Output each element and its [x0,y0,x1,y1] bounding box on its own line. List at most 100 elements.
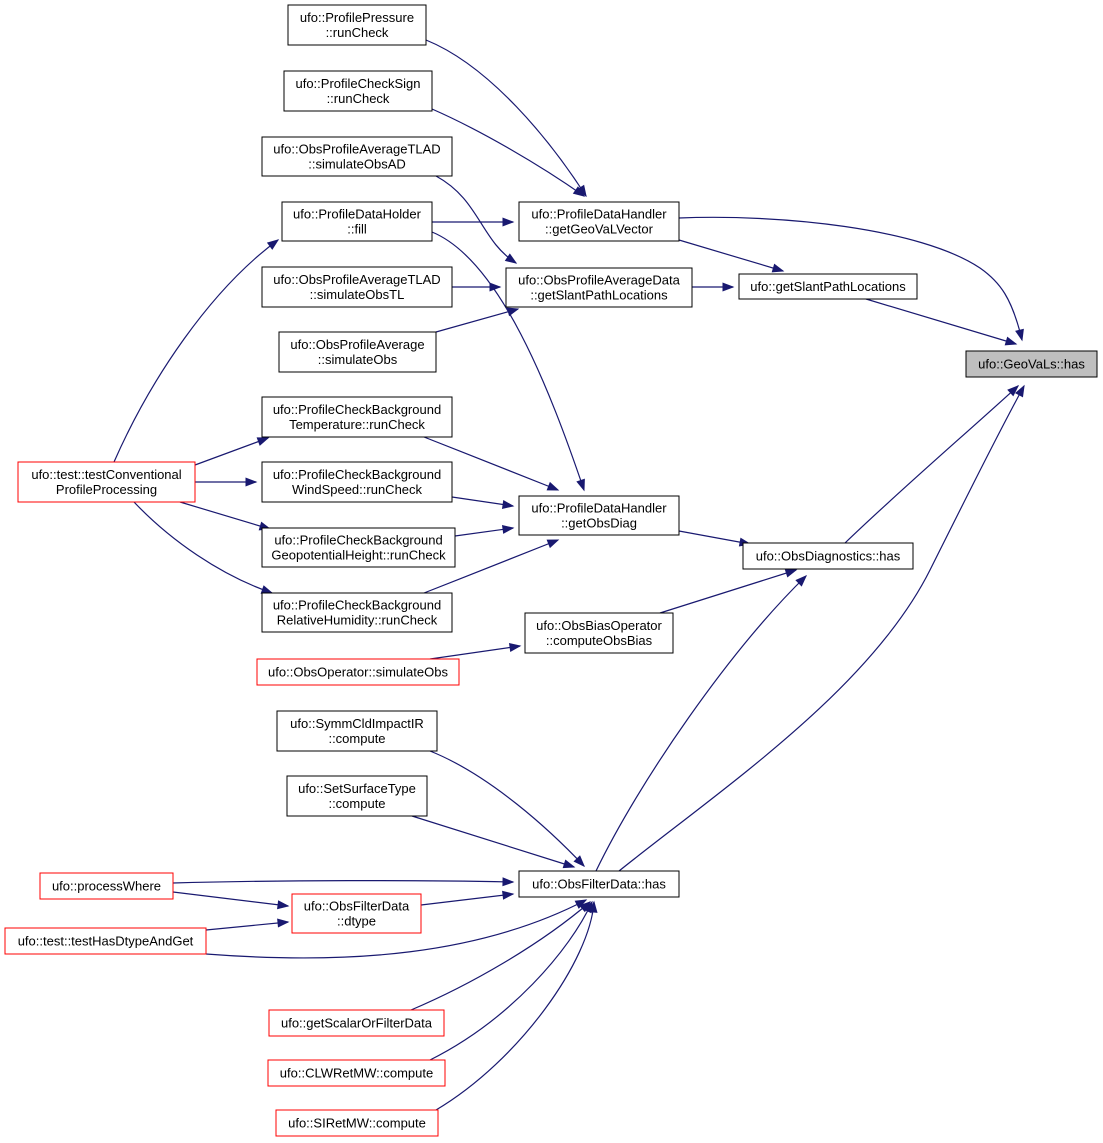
node-obsfilterdata-has[interactable]: ufo::ObsFilterData::has [518,870,680,898]
node-label: ufo::test::testConventional [31,467,181,482]
node-label: ufo::ObsFilterData [304,899,410,914]
edge-pcb-temperature-to-pdh-getobsdiag [423,436,559,491]
node-obsfilterdata-dtype[interactable]: ufo::ObsFilterData::dtype [291,893,422,934]
node-setsurfacetype-compute[interactable]: ufo::SetSurfaceType::compute [286,775,428,817]
node-box [261,592,453,633]
node-box [742,542,914,570]
node-label: ufo::ProfileDataHandler [531,501,667,516]
node-label: ::dtype [337,914,376,929]
edge-test-hasdtypeandget-to-obsfilterdata-dtype [205,921,289,931]
node-label: ufo::test::testHasDtypeAndGet [18,934,194,949]
node-getslantpathlocations[interactable]: ufo::getSlantPathLocations [738,273,918,300]
node-box [278,331,437,373]
node-label: RelativeHumidity::runCheck [277,613,438,628]
node-profiledataholder-fill[interactable]: ufo::ProfileDataHolder::fill [281,201,433,242]
node-opa-simulateobs[interactable]: ufo::ObsProfileAverage::simulateObs [278,331,437,373]
edge-clwretmw-compute-to-obsfilterdata-has [429,901,593,1061]
node-pdh-getgeovalvector[interactable]: ufo::ProfileDataHandler::getGeoVaLVector [518,201,680,242]
node-test-conventional[interactable]: ufo::test::testConventionalProfileProces… [17,461,196,503]
node-label: ufo::getSlantPathLocations [750,279,906,294]
edge-obsfilterdata-has-to-geovals-has [618,385,1025,872]
node-label: ufo::ObsProfileAverageData [518,273,680,288]
node-label: ufo::ObsProfileAverageTLAD [273,142,440,157]
node-label: ::compute [328,796,385,811]
arrowhead-test-hasdtypeandget-to-obsfilterdata-dtype [277,918,290,928]
node-symmcldimpactir-compute[interactable]: ufo::SymmCldImpactIR::compute [276,710,438,752]
arrowhead-opad-getslantpathlocations-to-getslantpathlocations [722,282,735,292]
node-profilepressure-runcheck[interactable]: ufo::ProfilePressure::runCheck [287,4,427,46]
node-box [276,710,438,752]
edge-test-conventional-to-pcb-geopotential [179,501,271,530]
node-label: ufo::CLWRetMW::compute [280,1066,433,1081]
node-getscalarorfilterdata[interactable]: ufo::getScalarOrFilterData [268,1009,445,1037]
node-label: ::getSlantPathLocations [530,288,668,303]
node-box [4,927,207,955]
edge-profilechecksign-runcheck-to-pdh-getgeovalvector [431,108,585,197]
arrowhead-test-conventional-to-pcb-windspeed [245,477,258,487]
edge-siretmw-compute-to-obsfilterdata-has [435,901,595,1111]
node-processwhere[interactable]: ufo::processWhere [39,872,174,900]
node-box [261,461,453,503]
node-box [286,775,428,817]
node-obsbiasoperator-computeobsbias[interactable]: ufo::ObsBiasOperator::computeObsBias [524,612,674,654]
node-opatlad-simulateobsad[interactable]: ufo::ObsProfileAverageTLAD::simulateObsA… [261,136,453,177]
node-box [17,461,196,503]
node-label: ufo::ProfileCheckSign [295,76,420,91]
edge-symmcldimpactir-compute-to-obsfilterdata-has [429,750,585,867]
edge-getslantpathlocations-to-geovals-has [865,298,1017,345]
edge-processwhere-to-obsfilterdata-dtype [172,891,289,907]
arrowhead-pcb-windspeed-to-pdh-getobsdiag [501,499,515,509]
node-pdh-getobsdiag[interactable]: ufo::ProfileDataHandler::getObsDiag [518,495,680,536]
node-label: ::getObsDiag [561,516,637,531]
arrowhead-test-conventional-to-profiledataholder-fill [266,239,280,250]
node-label: ufo::ProfileCheckBackground [274,533,442,548]
edge-test-conventional-to-pcb-temperature [194,437,269,466]
edge-pdh-getobsdiag-to-obsdiagnostics-has [678,530,751,545]
node-label: ProfileProcessing [56,482,157,497]
node-label: ufo::ObsFilterData::has [532,877,666,892]
node-test-hasdtypeandget[interactable]: ufo::test::testHasDtypeAndGet [4,927,207,955]
arrowhead-opatlad-simulateobsad-to-opad-getslantpathlocations [504,253,518,264]
node-label: WindSpeed::runCheck [292,482,423,497]
node-opatlad-simulateobstl[interactable]: ufo::ObsProfileAverageTLAD::simulateObsT… [261,266,453,308]
node-box [287,4,427,46]
node-label: ufo::SIRetMW::compute [288,1116,426,1131]
node-box [267,1059,446,1087]
node-label: ::simulateObsTL [310,287,405,302]
node-box [281,201,433,242]
node-box [518,201,680,242]
arrowhead-obsfilterdata-has-to-obsdiagnostics-has [795,575,808,587]
node-box [518,495,680,536]
edge-opatlad-simulateobsad-to-opad-getslantpathlocations [435,175,517,264]
arrowhead-obsfilterdata-dtype-to-obsfilterdata-has [502,890,515,900]
edges-layer [113,39,1025,1111]
arrowhead-pcb-geopotential-to-pdh-getobsdiag [501,524,515,534]
edge-processwhere-to-obsfilterdata-has [172,880,514,884]
arrowhead-processwhere-to-obsfilterdata-has [502,877,515,887]
edge-pcb-relhumidity-to-pdh-getobsdiag [423,539,559,594]
nodes-layer: ufo::GeoVaLs::hasufo::ProfileDataHandler… [4,4,1098,1137]
node-pcb-relhumidity[interactable]: ufo::ProfileCheckBackgroundRelativeHumid… [261,592,453,633]
node-pcb-windspeed[interactable]: ufo::ProfileCheckBackgroundWindSpeed::ru… [261,461,453,503]
node-pcb-temperature[interactable]: ufo::ProfileCheckBackgroundTemperature::… [261,396,453,438]
node-siretmw-compute[interactable]: ufo::SIRetMW::compute [275,1109,439,1137]
edge-obsfilterdata-dtype-to-obsfilterdata-has [420,893,514,906]
node-obsoperator-simulateobs[interactable]: ufo::ObsOperator::simulateObs [256,658,460,686]
node-label: ::runCheck [326,25,389,40]
node-label: GeopotentialHeight::runCheck [271,548,446,563]
arrowhead-pcb-relhumidity-to-pdh-getobsdiag [546,539,560,549]
arrowhead-processwhere-to-obsfilterdata-dtype [277,900,290,910]
node-label: ufo::ProfileDataHandler [531,207,667,222]
node-box [505,267,693,308]
node-label: ::runCheck [327,91,390,106]
node-box [261,396,453,438]
arrowhead-test-conventional-to-pcb-temperature [256,437,270,446]
node-opad-getslantpathlocations[interactable]: ufo::ObsProfileAverageData::getSlantPath… [505,267,693,308]
node-profilechecksign-runcheck[interactable]: ufo::ProfileCheckSign::runCheck [283,70,433,112]
node-obsdiagnostics-has[interactable]: ufo::ObsDiagnostics::has [742,542,914,570]
arrowhead-test-hasdtypeandget-to-obsfilterdata-has [574,899,588,909]
node-clwretmw-compute[interactable]: ufo::CLWRetMW::compute [267,1059,446,1087]
arrowhead-obsoperator-simulateobs-to-obsbiasoperator-computeobsbias [508,643,522,652]
node-pcb-geopotential[interactable]: ufo::ProfileCheckBackgroundGeopotentialH… [261,527,456,568]
